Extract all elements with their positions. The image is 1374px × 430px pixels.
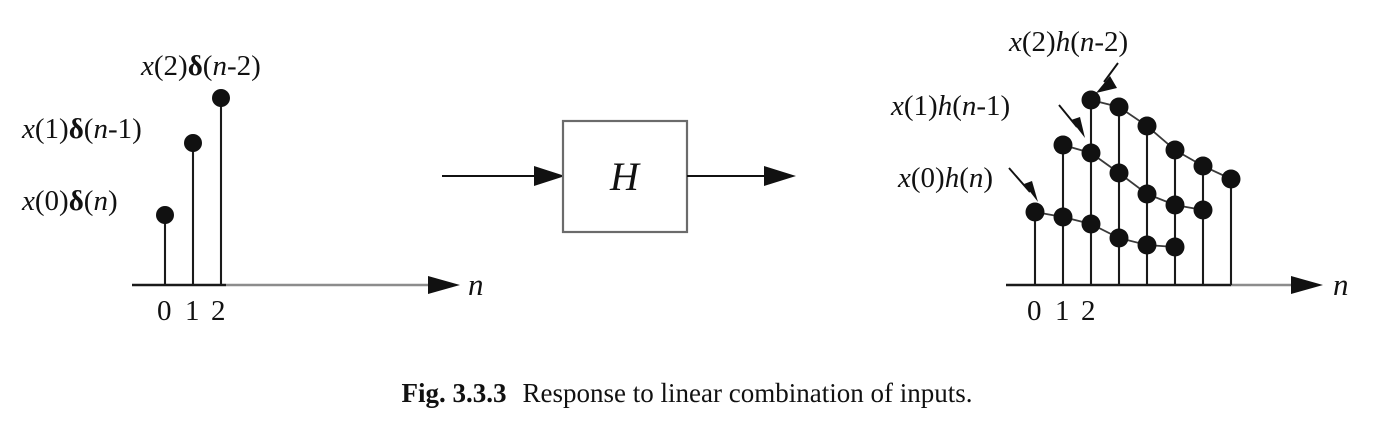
system-block-group: H: [442, 119, 796, 234]
system-input-arrowhead: [534, 166, 565, 186]
input-axis-label: n: [468, 267, 484, 302]
output-dot-x2hn2-1: [1109, 97, 1129, 117]
output-dot-x0hn-3: [1109, 228, 1129, 248]
output-annotation-arrow-x0hn: [1008, 167, 1038, 202]
input-tick-label-2: 2: [211, 295, 226, 327]
output-annotation-x0hn: x(0)h(n): [897, 162, 993, 194]
input-axis-arrowhead: [428, 276, 460, 294]
input-stem-plot: n 0 1 2 x(0)δ(n) x(1)δ(n-1) x(2)δ(n-2): [21, 50, 484, 327]
output-dot-x0hn-2: [1081, 214, 1101, 234]
output-annotation-arrow-x1hn1: [1058, 104, 1085, 138]
output-tick-label-1: 1: [1055, 295, 1070, 327]
output-dot-x2hn2-3: [1165, 140, 1185, 160]
input-dot-2: [212, 89, 230, 107]
output-dot-x2hn2-0: [1081, 90, 1101, 110]
output-annotation-arrow-x2hn2: [1096, 62, 1119, 93]
system-block-rect[interactable]: [561, 119, 689, 234]
output-tick-label-2: 2: [1081, 295, 1096, 327]
output-dot-x2hn2-2: [1137, 116, 1157, 136]
output-stem-plot: n: [890, 26, 1349, 327]
input-dot-1: [184, 134, 202, 152]
output-dot-x0hn-0: [1025, 202, 1045, 222]
system-output-arrowhead: [764, 166, 796, 186]
output-dot-x1hn1-0: [1053, 135, 1073, 155]
output-axis-arrowhead: [1291, 276, 1323, 294]
input-tick-label-1: 1: [185, 295, 200, 327]
output-tick-label-0: 0: [1027, 295, 1042, 327]
output-dot-x1hn1-5: [1193, 200, 1213, 220]
output-dot-x1hn1-2: [1109, 163, 1129, 183]
output-dot-x2hn2-5: [1221, 169, 1241, 189]
output-axis-label: n: [1333, 267, 1349, 302]
system-block-label: H: [609, 154, 641, 199]
figure-caption: Fig. 3.3.3 Response to linear combination…: [0, 378, 1374, 409]
output-dot-x1hn1-3: [1137, 184, 1157, 204]
figure-caption-number: Fig. 3.3.3: [401, 378, 507, 408]
output-dot-x0hn-4: [1137, 235, 1157, 255]
output-dot-x1hn1-4: [1165, 195, 1185, 215]
output-dot-x1hn1-1: [1081, 143, 1101, 163]
output-dot-x0hn-1: [1053, 207, 1073, 227]
figure-caption-text: Response to linear combination of inputs…: [522, 378, 973, 408]
input-dot-0: [156, 206, 174, 224]
input-tick-label-0: 0: [157, 295, 172, 327]
output-annotation-x2hn2: x(2)h(n-2): [1008, 26, 1128, 58]
input-annotation-x0: x(0)δ(n): [21, 185, 118, 217]
input-annotation-x1: x(1)δ(n-1): [21, 113, 142, 145]
input-annotation-x2: x(2)δ(n-2): [140, 50, 261, 82]
output-annotation-x1hn1: x(1)h(n-1): [890, 90, 1010, 122]
output-dot-x2hn2-4: [1193, 156, 1213, 176]
output-dot-x0hn-5: [1165, 237, 1185, 257]
